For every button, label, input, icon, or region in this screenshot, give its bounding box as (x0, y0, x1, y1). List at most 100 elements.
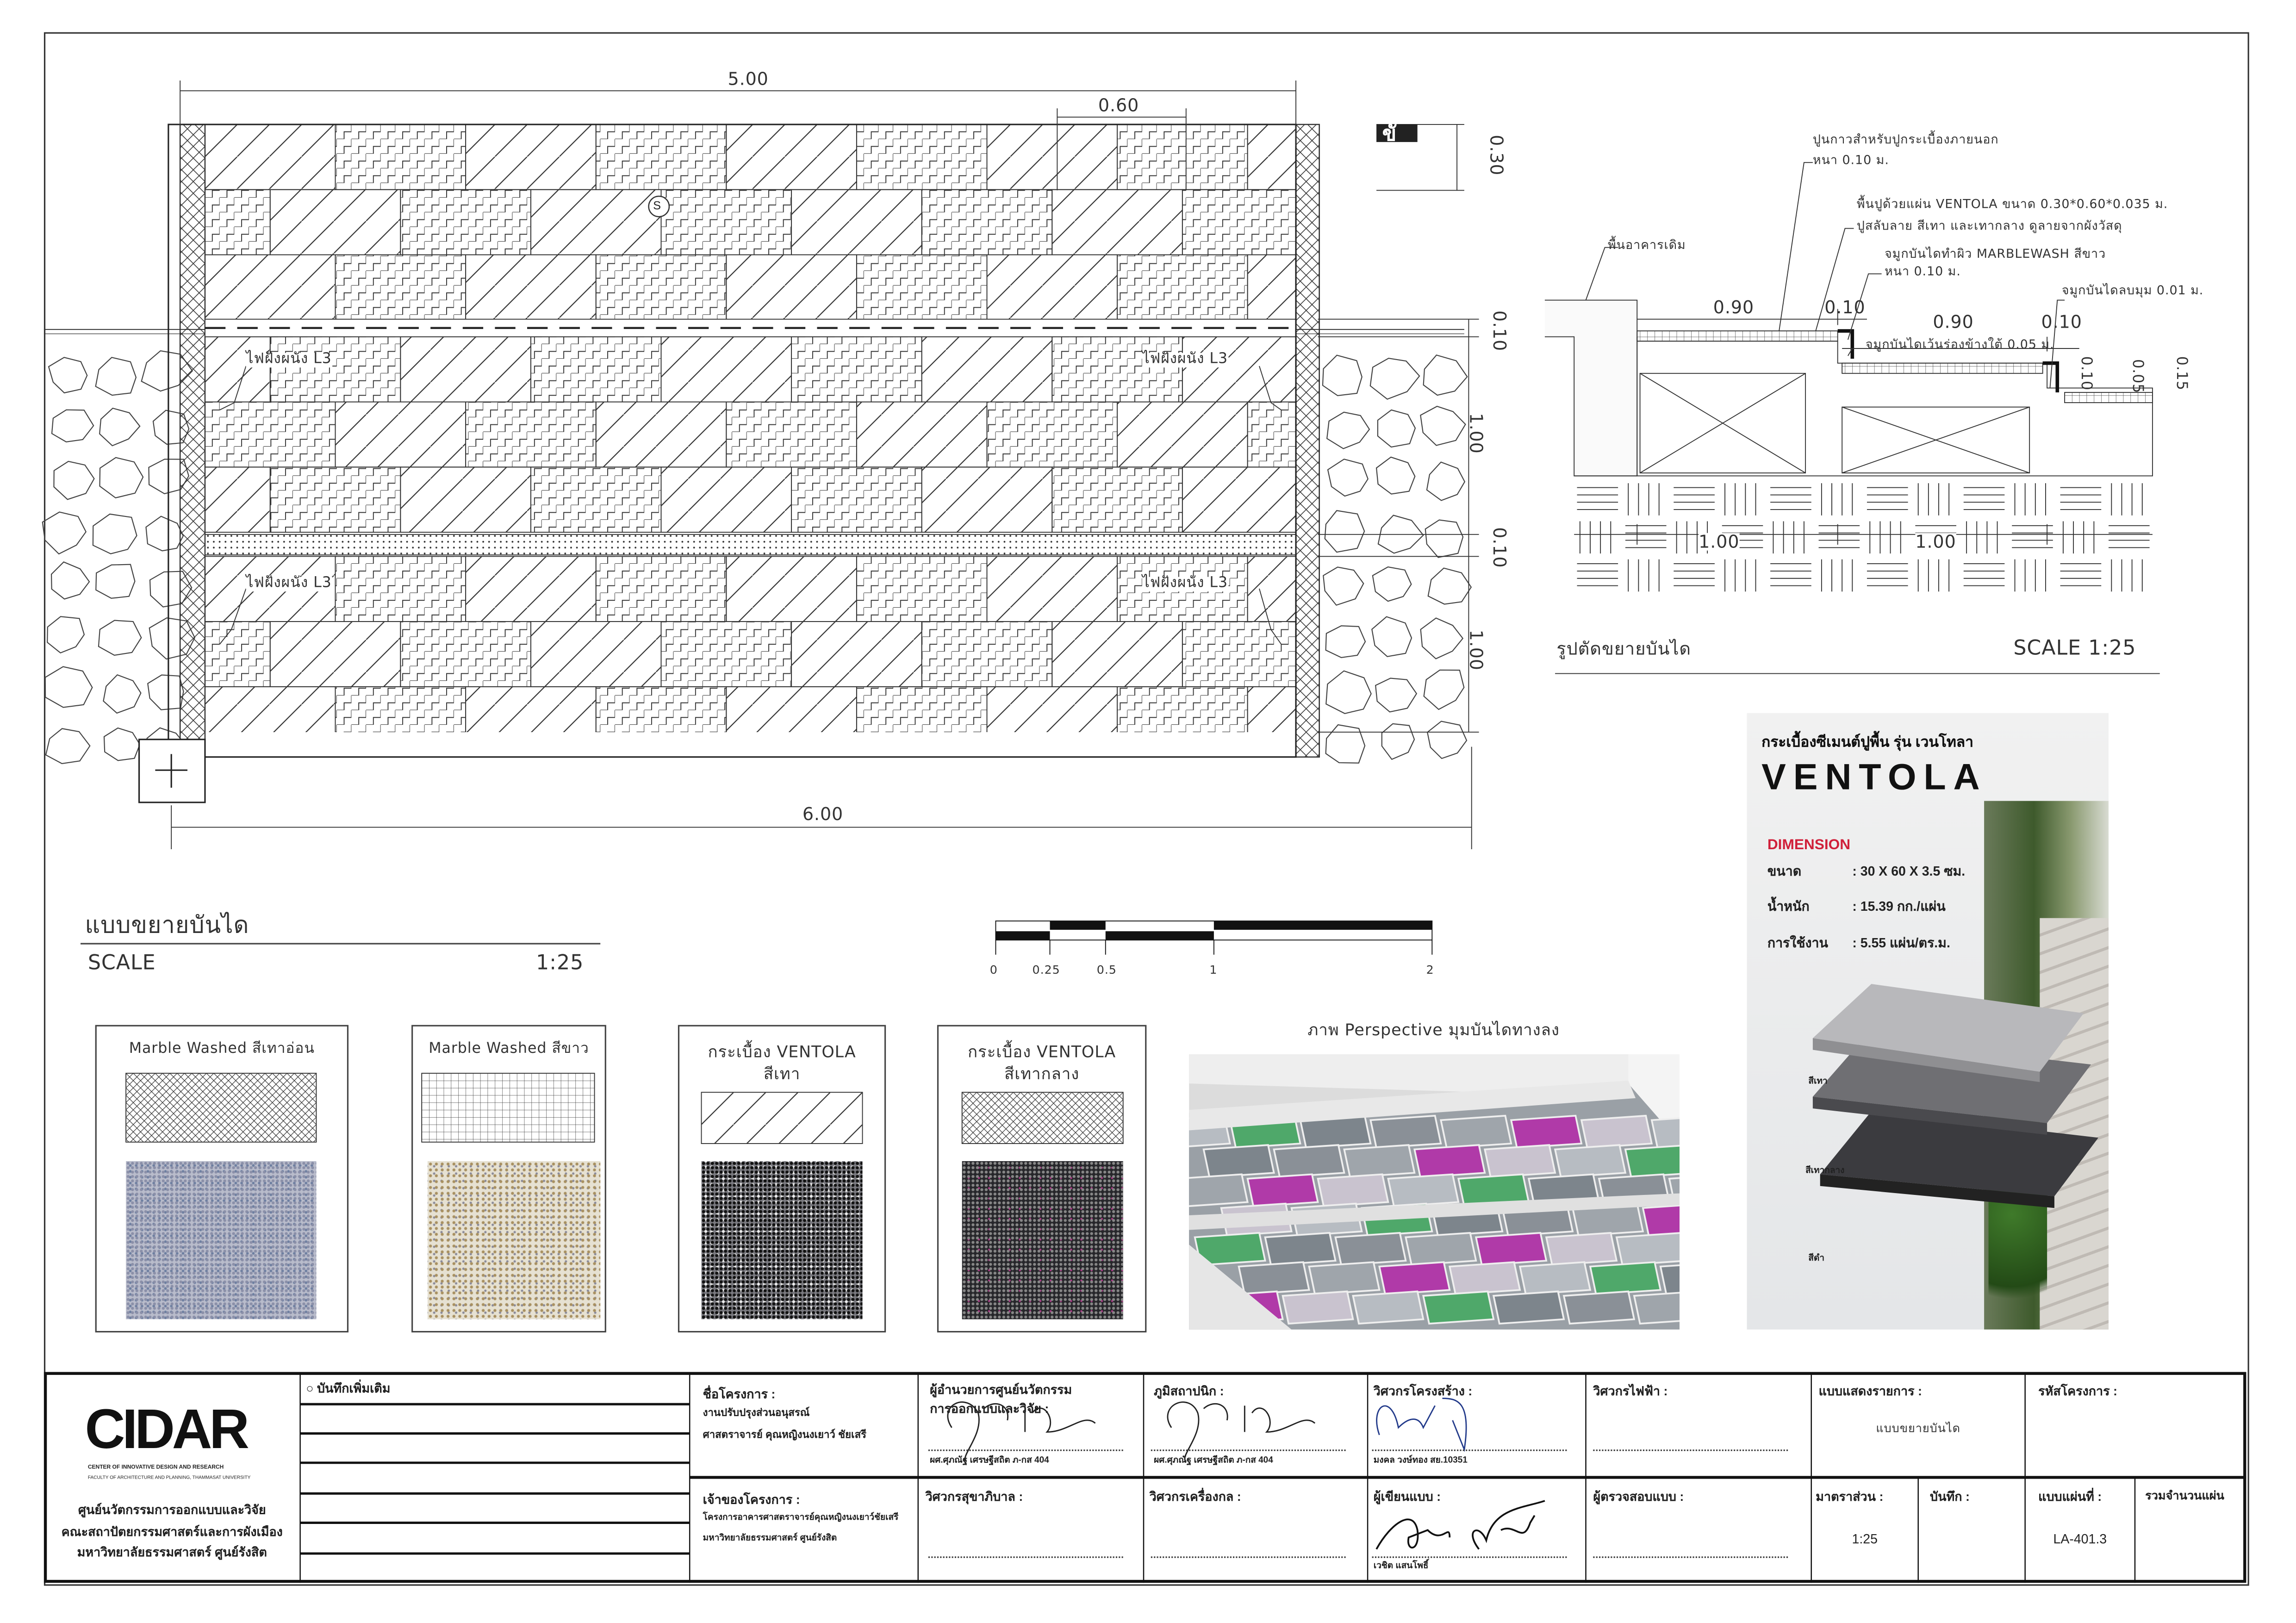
grid-marker-box (138, 739, 206, 803)
spec-label: น้ำหนัก (1767, 899, 1810, 914)
light-label: ไฟฝังผนัง L3 (246, 575, 332, 592)
section-note: พื้นอาคารเดิม (1607, 238, 1686, 254)
nosing-strip-2 (204, 534, 1297, 556)
perspective-tile (1369, 1114, 1442, 1149)
floor-tile (1247, 254, 1296, 321)
perspective-image (1189, 1054, 1680, 1330)
section-title: รูปตัดขยายบันได (1556, 638, 1692, 659)
stone (1420, 405, 1466, 446)
plan-title: แบบขยายบันได (85, 910, 249, 939)
drafter-label: ผู้เขียนแบบ : (1373, 1489, 1441, 1504)
floor-tile (400, 466, 531, 533)
section-note: พื้นปูด้วยแผ่น VENTOLA ขนาด 0.30*0.60*0.… (1856, 198, 2168, 212)
landscape-label: ภูมิสถาปนิก : (1154, 1383, 1224, 1399)
perspective-tile (1238, 1261, 1310, 1295)
floor-tile (335, 401, 467, 468)
stone (1324, 510, 1365, 553)
stone (50, 561, 90, 600)
perspective-tile (1282, 1290, 1354, 1325)
stone (95, 564, 136, 599)
floor-tile (1052, 189, 1183, 255)
scale-label: มาตราส่วน : (1816, 1489, 1884, 1504)
floor-tile (205, 254, 336, 321)
stone (1325, 670, 1372, 714)
floor-tile (205, 401, 336, 468)
section-dim: 0.90 (1933, 311, 1974, 333)
floor-tile (205, 466, 271, 533)
perspective-nosing (1189, 1193, 1680, 1230)
floor-tile (1247, 124, 1296, 190)
stone (145, 516, 184, 552)
stone (51, 409, 94, 443)
stone (1322, 354, 1363, 397)
product-name: VENTOLA (1761, 757, 1987, 798)
perspective-tile (1545, 1231, 1618, 1266)
floor-tile (465, 254, 597, 321)
floor-tile (335, 686, 467, 732)
section-note: ปูนกาวสำหรับปูกระเบื้องภายนอก (1812, 133, 1999, 148)
stone (1323, 566, 1364, 606)
floor-tile (595, 254, 727, 321)
stone (1325, 625, 1366, 659)
sheet-number: LA-401.3 (2053, 1531, 2107, 1547)
light-label: ไฟฝังผนัง L3 (1142, 351, 1228, 368)
note-label: บันทึก : (1930, 1489, 1970, 1504)
drafter-name: เวชิต แสนโพธิ์ (1373, 1562, 1429, 1571)
dim-overall-bottom: 6.00 (802, 803, 844, 825)
floor-tile (1247, 556, 1296, 622)
floor-tile (1247, 401, 1296, 468)
stone (99, 457, 144, 498)
section-dim: 0.90 (1713, 297, 1755, 318)
floor-tile (1117, 254, 1248, 321)
perspective-tile (1308, 1261, 1381, 1295)
floor-tile (986, 254, 1118, 321)
stone (1427, 567, 1472, 605)
landscape-name: ผศ.ศุภณัฐ เศรษฐีสถิต ภ-กส 404 (1154, 1457, 1273, 1466)
total-sheets-label: รวมจำนวนแผ่น (2145, 1489, 2224, 1503)
section-note: จมูกบันไดลบมุม 0.01 ม. (2061, 284, 2204, 299)
stone (1426, 721, 1468, 759)
marker-symbol (648, 195, 670, 218)
stone (1381, 723, 1415, 760)
section-note: หนา 0.10 ม. (1812, 154, 1889, 168)
floor-tile (726, 254, 857, 321)
perspective-tile (1343, 1144, 1416, 1178)
stone (149, 571, 193, 608)
checker-label: ผู้ตรวจสอบแบบ : (1593, 1489, 1684, 1504)
project-line: งานปรับปรุงส่วนอนุสรณ์ (703, 1408, 810, 1419)
perspective-tile (1518, 1261, 1592, 1295)
mechanical-label: วิศวกรเครื่องกล : (1149, 1489, 1241, 1504)
stone (1423, 669, 1465, 710)
section-dim: 1.00 (1699, 531, 1740, 552)
stone (1426, 461, 1466, 501)
material-photo (126, 1161, 317, 1319)
perspective-tile (1483, 1144, 1556, 1178)
spec-value: : 15.39 กก./แผ่น (1852, 899, 1946, 914)
floor-tile (205, 621, 271, 687)
perspective-tile (1589, 1261, 1662, 1295)
stone (99, 407, 141, 447)
stone (47, 616, 85, 654)
stone (45, 728, 91, 765)
material-title: Marble Washed สีขาว (429, 1041, 589, 1057)
stair-section-drawing (1544, 162, 2160, 674)
perspective-tile (1650, 1117, 1680, 1149)
scale-tick: 0.5 (1096, 963, 1117, 977)
ventola-product-sheet: กระเบื้องซีเมนต์ปูพื้น รุ่น เวนโทลา VENT… (1747, 713, 2109, 1330)
perspective-tile (1580, 1114, 1653, 1149)
stone (103, 727, 141, 761)
perspective-tile (1615, 1232, 1680, 1266)
section-note: หนา 0.10 ม. (1884, 265, 1961, 280)
floor-tile (335, 556, 467, 622)
floor-tile (269, 621, 401, 687)
section-scale: SCALE 1:25 (2013, 637, 2136, 660)
perspective-tile (1273, 1144, 1345, 1178)
logo-line-1: CENTER OF INNOVATIVE DESIGN AND RESEARCH (87, 1464, 224, 1470)
electrical-label: วิศวกรไฟฟ้า : (1593, 1383, 1668, 1399)
project-label: ชื่อโครงการ : (703, 1387, 776, 1401)
perspective-tile (1413, 1144, 1486, 1178)
stone (1325, 724, 1366, 764)
floor-tile (660, 336, 792, 403)
org-line: คณะสถาปัตยกรรมศาสตร์และการผังเมือง (61, 1524, 283, 1539)
